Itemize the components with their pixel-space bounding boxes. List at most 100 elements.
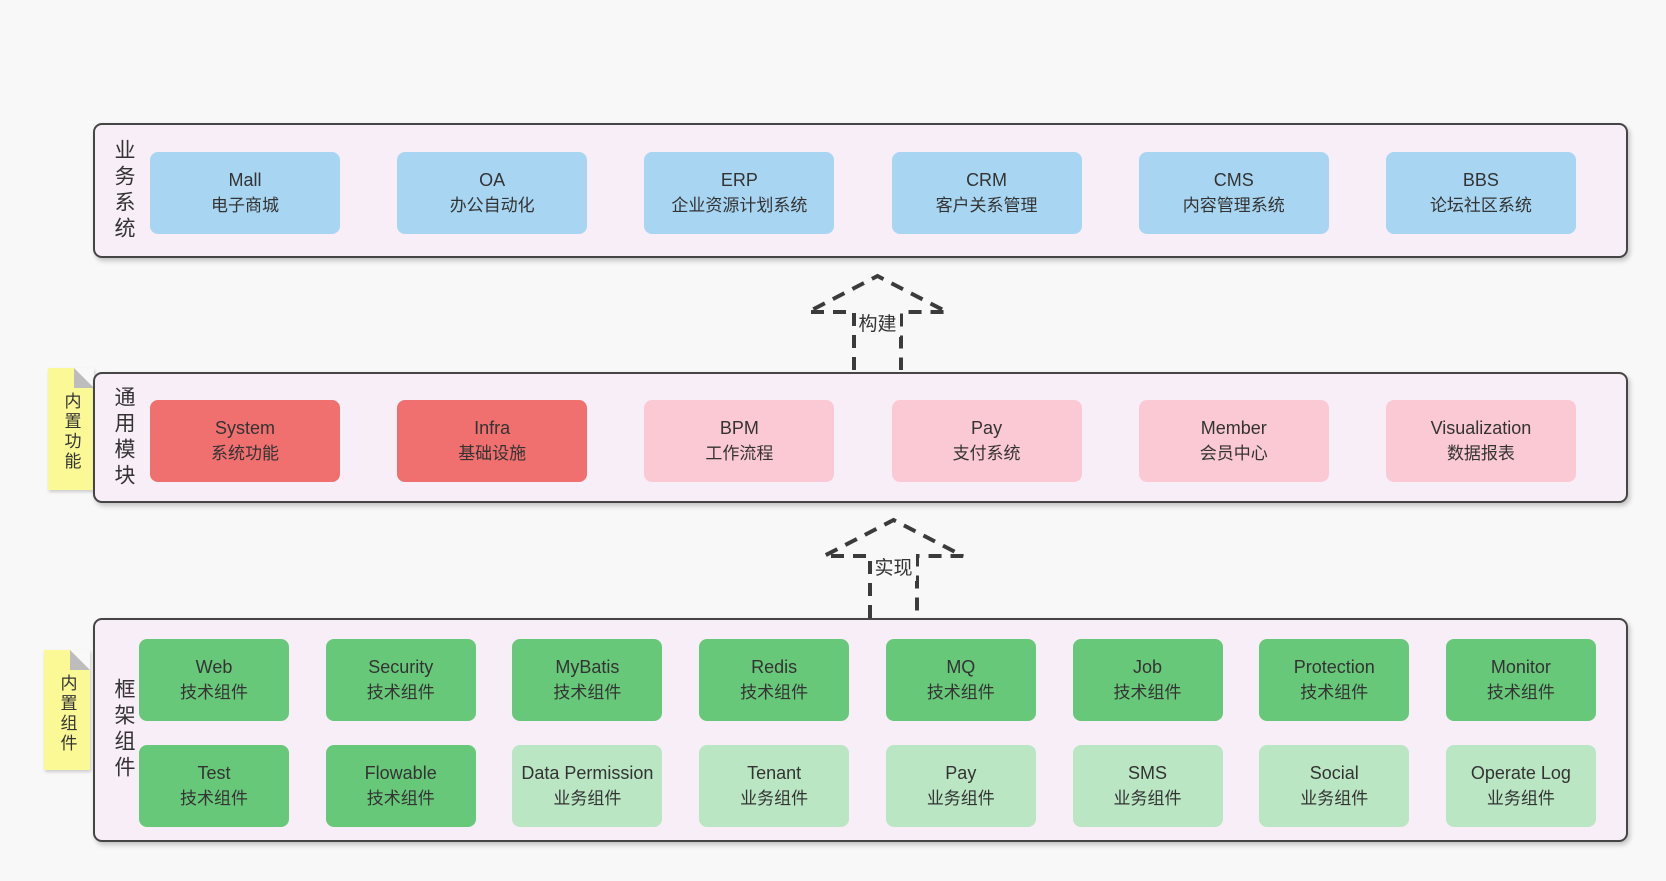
box-title-en: Mall bbox=[228, 170, 262, 190]
box-web: Web 技术组件 bbox=[139, 639, 289, 721]
common-modules-label: 通用模块 bbox=[112, 385, 135, 490]
box-infra: Infra 基础设施 bbox=[397, 400, 588, 482]
box-monitor: Monitor 技术组件 bbox=[1445, 639, 1596, 721]
box-subtitle-zh: 支付系统 bbox=[952, 444, 1021, 463]
box-title-en: Tenant bbox=[747, 763, 802, 783]
box-flowable: Flowable 技术组件 bbox=[325, 745, 476, 827]
builtin-components-sticky-note: 内置组件 bbox=[44, 650, 90, 770]
box-data-permission: Data Permission 业务组件 bbox=[512, 745, 663, 827]
box-title-en: System bbox=[214, 418, 275, 438]
business-systems-label: 业务系统 bbox=[112, 138, 135, 243]
builtin-features-sticky-note: 内置功能 bbox=[48, 368, 94, 490]
box-subtitle-zh: 技术组件 bbox=[1486, 683, 1555, 702]
implement-arrow-label: 实现 bbox=[871, 552, 916, 581]
box-title-en: Protection bbox=[1293, 657, 1375, 677]
up-arrow-dashed-icon bbox=[807, 273, 948, 370]
box-mq: MQ 技术组件 bbox=[885, 639, 1036, 721]
box-title-en: Operate Log bbox=[1470, 763, 1571, 783]
box-cms: CMS 内容管理系统 bbox=[1138, 152, 1329, 234]
box-mybatis: MyBatis 技术组件 bbox=[512, 639, 663, 721]
box-title-en: Member bbox=[1200, 418, 1267, 438]
build-arrow: 构建 bbox=[805, 272, 950, 372]
box-subtitle-zh: 技术组件 bbox=[1300, 683, 1369, 702]
box-title-en: Test bbox=[197, 763, 231, 783]
box-subtitle-zh: 业务组件 bbox=[1300, 789, 1369, 808]
box-crm: CRM 客户关系管理 bbox=[891, 152, 1082, 234]
box-subtitle-zh: 系统功能 bbox=[211, 444, 279, 463]
box-subtitle-zh: 业务组件 bbox=[926, 789, 995, 808]
box-title-en: CRM bbox=[966, 170, 1008, 190]
box-title-en: Visualization bbox=[1430, 418, 1532, 438]
box-subtitle-zh: 企业资源计划系统 bbox=[671, 196, 808, 215]
box-subtitle-zh: 工作流程 bbox=[705, 444, 774, 463]
up-arrow-dashed-icon bbox=[823, 517, 964, 618]
box-title-en: Pay bbox=[945, 763, 977, 783]
box-subtitle-zh: 技术组件 bbox=[1113, 683, 1182, 702]
box-bpm: BPM 工作流程 bbox=[644, 400, 835, 482]
box-title-en: OA bbox=[479, 170, 506, 190]
box-title-en: Pay bbox=[971, 418, 1003, 438]
box-security: Security 技术组件 bbox=[325, 639, 476, 721]
box-title-en: BPM bbox=[719, 418, 759, 438]
box-oa: OA 办公自动化 bbox=[397, 152, 588, 234]
box-subtitle-zh: 基础设施 bbox=[458, 444, 527, 463]
box-subtitle-zh: 业务组件 bbox=[553, 789, 622, 808]
box-subtitle-zh: 技术组件 bbox=[553, 683, 622, 702]
box-tenant: Tenant 业务组件 bbox=[699, 745, 850, 827]
box-subtitle-zh: 论坛社区系统 bbox=[1429, 196, 1532, 215]
box-system: System 系统功能 bbox=[150, 400, 340, 482]
box-title-en: Security bbox=[368, 657, 434, 677]
box-title-en: Web bbox=[195, 657, 233, 677]
box-operate-log: Operate Log 业务组件 bbox=[1445, 745, 1596, 827]
box-visualization: Visualization 数据报表 bbox=[1385, 400, 1576, 482]
box-subtitle-zh: 业务组件 bbox=[1113, 789, 1182, 808]
box-title-en: Job bbox=[1133, 657, 1163, 677]
common-modules-panel: 通用模块 System 系统功能 Infra 基础设施 BPM 工作流程 Pay 支付系统 Me… bbox=[93, 372, 1628, 503]
box-social: Social 业务组件 bbox=[1259, 745, 1410, 827]
framework-components-label: 框架组件 bbox=[112, 678, 135, 782]
box-subtitle-zh: 技术组件 bbox=[180, 683, 248, 702]
box-test: Test 技术组件 bbox=[139, 745, 289, 827]
box-sms: SMS 业务组件 bbox=[1072, 745, 1223, 827]
builtin-components-sticky-label: 内置组件 bbox=[57, 674, 77, 754]
box-subtitle-zh: 技术组件 bbox=[740, 683, 809, 702]
box-bbs: BBS 论坛社区系统 bbox=[1385, 152, 1576, 234]
box-title-en: ERP bbox=[720, 170, 758, 190]
box-subtitle-zh: 技术组件 bbox=[926, 683, 995, 702]
box-subtitle-zh: 技术组件 bbox=[366, 789, 435, 808]
box-title-en: Infra bbox=[474, 418, 511, 438]
box-title-en: Data Permission bbox=[521, 763, 654, 783]
box-job: Job 技术组件 bbox=[1072, 639, 1223, 721]
box-subtitle-zh: 技术组件 bbox=[366, 683, 435, 702]
box-protection: Protection 技术组件 bbox=[1259, 639, 1410, 721]
box-title-en: SMS bbox=[1128, 763, 1168, 783]
box-title-en: Social bbox=[1309, 763, 1359, 783]
implement-arrow: 实现 bbox=[821, 516, 966, 620]
box-subtitle-zh: 办公自动化 bbox=[449, 196, 535, 215]
build-arrow-label: 构建 bbox=[855, 308, 900, 337]
box-title-en: Redis bbox=[751, 657, 798, 677]
box-redis: Redis 技术组件 bbox=[699, 639, 850, 721]
builtin-features-sticky-label: 内置功能 bbox=[61, 392, 81, 472]
box-title-en: Monitor bbox=[1490, 657, 1551, 677]
box-title-en: BBS bbox=[1462, 170, 1499, 190]
box-subtitle-zh: 业务组件 bbox=[740, 789, 809, 808]
box-subtitle-zh: 内容管理系统 bbox=[1182, 196, 1285, 215]
box-subtitle-zh: 业务组件 bbox=[1486, 789, 1555, 808]
box-title-en: CMS bbox=[1213, 170, 1254, 190]
box-erp: ERP 企业资源计划系统 bbox=[644, 152, 835, 234]
box-title-en: Flowable bbox=[364, 763, 437, 783]
box-subtitle-zh: 客户关系管理 bbox=[935, 196, 1038, 215]
box-title-en: MQ bbox=[946, 657, 976, 677]
box-title-en: MyBatis bbox=[555, 657, 620, 677]
box-subtitle-zh: 技术组件 bbox=[180, 789, 248, 808]
box-subtitle-zh: 数据报表 bbox=[1446, 444, 1515, 463]
